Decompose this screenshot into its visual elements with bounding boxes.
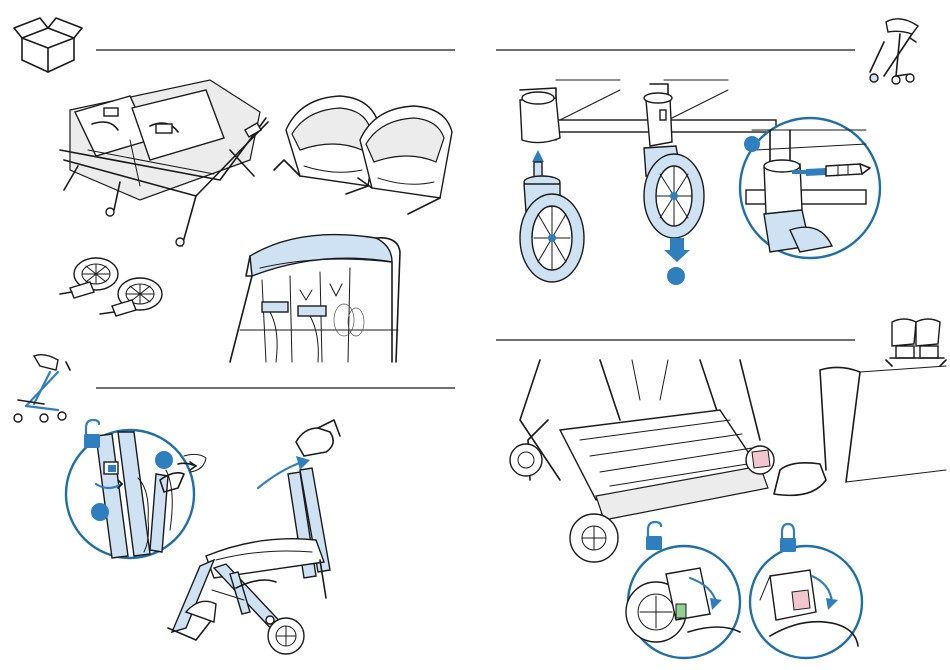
stroller-rear-with-foot	[510, 360, 946, 562]
unfolding-stroller	[168, 420, 340, 654]
unlock-icon-brake	[646, 522, 662, 550]
step-marker-2	[91, 503, 109, 521]
box-icon	[14, 18, 82, 72]
stroller-folded-icon	[14, 355, 70, 422]
brake-lock-detail	[750, 546, 862, 658]
brake-unlock-detail	[626, 546, 740, 658]
wheel-release-detail	[740, 118, 880, 258]
front-wheels	[60, 258, 162, 316]
unlock-icon	[84, 420, 100, 448]
folded-chassis	[60, 80, 268, 246]
seat-canopies	[274, 96, 452, 214]
stroller-side-icon	[870, 19, 918, 84]
double-seat-icon	[886, 319, 946, 366]
lock-icon-brake	[780, 524, 796, 552]
step-marker-release	[744, 136, 760, 152]
step-marker-1	[155, 451, 173, 469]
latch-detail-circle	[66, 430, 206, 558]
rain-cover	[230, 235, 400, 362]
